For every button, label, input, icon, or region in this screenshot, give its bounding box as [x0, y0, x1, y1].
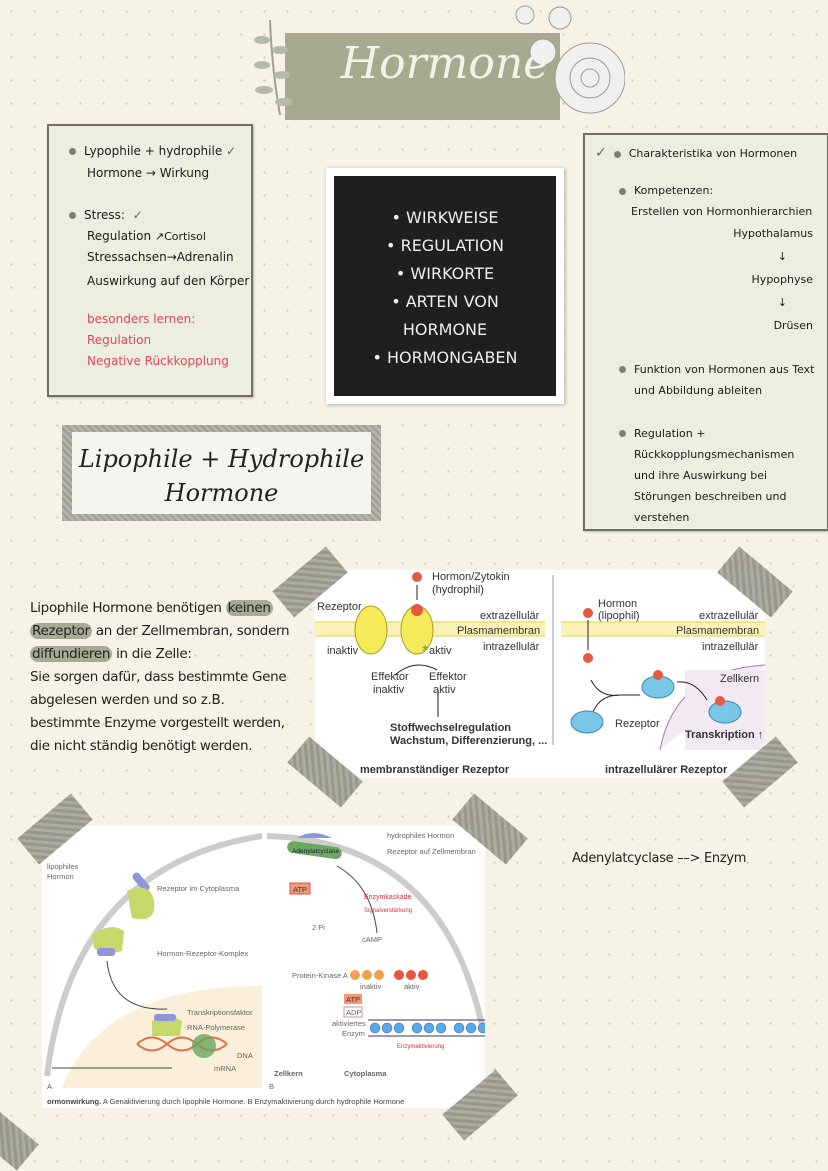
svg-text:lipophiles: lipophiles: [47, 862, 79, 871]
svg-text:Adenylatcyclase: Adenylatcyclase: [292, 848, 339, 855]
svg-text:ADP: ADP: [346, 1008, 361, 1017]
svg-text:Stoffwechselregulation: Stoffwechselregulation: [390, 722, 511, 734]
svg-text:hydrophiles Hormon: hydrophiles Hormon: [387, 831, 454, 840]
svg-text:DNA: DNA: [237, 1051, 253, 1060]
label-a: A: [47, 1082, 52, 1091]
lipophile-explanation: Lipophile Hormone benötigen keinen Rezep…: [30, 600, 290, 754]
svg-text:Hormon: Hormon: [598, 598, 637, 610]
svg-text:(lipophil): (lipophil): [598, 610, 640, 622]
chalkboard: • WIRKWEISE • REGULATION • WIRKORTE • AR…: [326, 168, 564, 404]
svg-text:Effektor: Effektor: [371, 671, 409, 683]
svg-text:Transkription ↑: Transkription ↑: [685, 729, 763, 741]
svg-text:Plasmamembran: Plasmamembran: [457, 625, 540, 637]
svg-text:extrazellulär: extrazellulär: [480, 610, 540, 622]
svg-text:Zellkern: Zellkern: [274, 1069, 303, 1078]
svg-text:Wachstum, Differenzierung, ...: Wachstum, Differenzierung, ...: [390, 735, 547, 747]
check-icon: ✓: [226, 144, 237, 158]
competences-box: ✓ Charakteristika von Hormonen Kompetenz…: [583, 133, 828, 531]
title-banner: [285, 33, 560, 120]
svg-text:intrazellulär: intrazellulär: [483, 641, 540, 653]
svg-text:membranständiger Rezeptor: membranständiger Rezeptor: [360, 764, 510, 776]
svg-text:mRNA: mRNA: [214, 1064, 236, 1073]
svg-text:Enzym: Enzym: [342, 1029, 365, 1038]
svg-text:Transkriptionsfaktor: Transkriptionsfaktor: [187, 1008, 253, 1017]
svg-text:intrazellulärer Rezeptor: intrazellulärer Rezeptor: [605, 764, 728, 776]
receptor-diagram: * Hormon/Zytokin(hydrophil) Rezeptor ext…: [315, 570, 765, 778]
chalk-item: • WIRKORTE: [395, 264, 495, 283]
svg-text:(hydrophil): (hydrophil): [432, 584, 484, 596]
svg-text:RNA-Polymerase: RNA-Polymerase: [187, 1023, 245, 1032]
svg-text:ATP: ATP: [346, 995, 360, 1004]
svg-text:B: B: [269, 1082, 274, 1091]
svg-text:inaktiv: inaktiv: [373, 684, 405, 696]
svg-text:Hormon-Rezeptor-Komplex: Hormon-Rezeptor-Komplex: [157, 949, 249, 958]
leaf-decoration-icon: [254, 19, 293, 116]
chalk-item: • WIRKWEISE: [391, 208, 499, 227]
receptor-inactive: [354, 605, 388, 655]
svg-text:Rezeptor: Rezeptor: [317, 601, 362, 613]
svg-text:Signalverstärkung: Signalverstärkung: [364, 908, 412, 914]
topic-item: Stress: ✓: [69, 204, 251, 226]
subtitle-banner: Lipophile + Hydrophile Hormone: [62, 425, 381, 521]
rose-decoration-icon: [515, 5, 625, 114]
svg-text:Plasmamembran: Plasmamembran: [676, 625, 759, 637]
svg-text:aktiv: aktiv: [404, 982, 420, 991]
svg-text:Enzymkaskade: Enzymkaskade: [364, 894, 412, 901]
svg-text:aktiv: aktiv: [429, 645, 452, 657]
svg-text:intrazellulär: intrazellulär: [702, 641, 759, 653]
svg-text:Rezeptor im Cytoplasma: Rezeptor im Cytoplasma: [157, 884, 240, 893]
adenylatcyclase-note: Adenylatcyclase ––> Enzym: [572, 851, 747, 866]
svg-text:Protein-Kinase A: Protein-Kinase A: [292, 971, 348, 980]
svg-text:ATP: ATP: [293, 885, 307, 894]
svg-text:aktiv: aktiv: [433, 684, 456, 696]
svg-text:*: *: [422, 643, 428, 660]
tape-decoration: [0, 1099, 39, 1171]
figure-caption: ormonwirkung. A Genaktivierung durch lip…: [47, 1097, 404, 1106]
topic-item: Lypophile + hydrophile ✓: [69, 140, 251, 162]
svg-text:Rezeptor auf Zellmembran: Rezeptor auf Zellmembran: [387, 847, 476, 856]
svg-text:Effektor: Effektor: [429, 671, 467, 683]
svg-text:aktiviertes: aktiviertes: [332, 1019, 366, 1028]
chalk-item: • HORMONGABEN: [372, 348, 518, 367]
svg-text:Hormon: Hormon: [47, 872, 74, 881]
svg-text:cAMP: cAMP: [362, 935, 382, 944]
check-icon: ✓: [595, 145, 607, 161]
svg-text:Cytoplasma: Cytoplasma: [344, 1069, 387, 1078]
svg-text:extrazellulär: extrazellulär: [699, 610, 759, 622]
svg-text:inaktiv: inaktiv: [327, 645, 359, 657]
svg-text:2 Pi: 2 Pi: [312, 923, 325, 932]
check-icon: ✓: [132, 208, 143, 222]
svg-text:Rezeptor: Rezeptor: [615, 718, 660, 730]
chalk-item: • ARTEN VON HORMONE: [391, 292, 499, 339]
chalk-item: • REGULATION: [386, 236, 504, 255]
topics-box: Lypophile + hydrophile ✓ Hormone → Wirku…: [47, 124, 253, 397]
svg-text:Zellkern: Zellkern: [720, 673, 759, 685]
svg-text:Hormon/Zytokin: Hormon/Zytokin: [432, 571, 510, 583]
svg-text:inaktiv: inaktiv: [360, 982, 382, 991]
svg-text:Enzymaktivierung: Enzymaktivierung: [397, 1044, 444, 1050]
page-title: Hormone: [340, 38, 550, 89]
